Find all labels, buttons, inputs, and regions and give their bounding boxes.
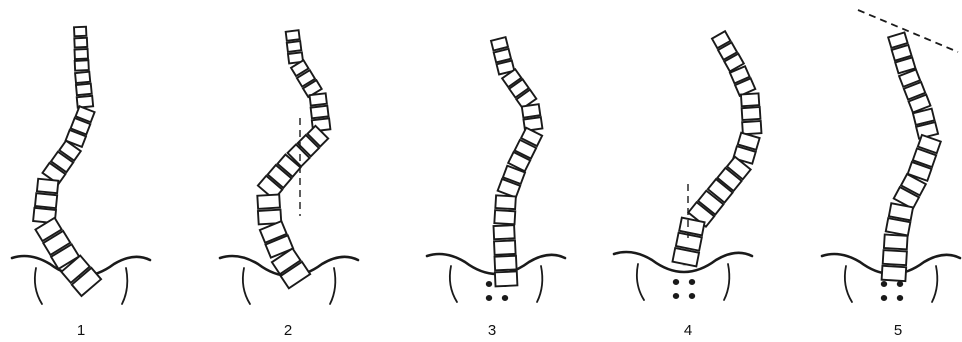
vertebra xyxy=(74,38,87,48)
vertebra xyxy=(884,235,908,250)
sacral-dot xyxy=(673,279,679,285)
sacral-dot xyxy=(897,295,903,301)
pelvis-right-side xyxy=(122,268,127,304)
spine-panel-2 xyxy=(220,30,358,304)
pelvis-left-side xyxy=(845,266,852,302)
vertebra xyxy=(495,195,516,209)
vertebra xyxy=(494,210,515,224)
pelvis-left-side xyxy=(243,268,250,304)
spine-panel-1 xyxy=(12,26,150,304)
vertebra xyxy=(883,250,907,265)
sacral-dot xyxy=(502,295,508,301)
vertebra xyxy=(886,218,911,235)
vertebra xyxy=(286,30,300,41)
vertebra xyxy=(494,256,516,271)
vertebra xyxy=(889,203,913,220)
vertebra xyxy=(495,271,518,286)
vertebra xyxy=(75,60,89,70)
spine-1 xyxy=(33,26,101,296)
spine-panel-4 xyxy=(614,31,761,300)
panel-3-label: 3 xyxy=(472,322,512,339)
vertebra xyxy=(287,41,302,52)
spine-5 xyxy=(882,32,941,281)
vertebra xyxy=(491,37,508,50)
panel-5-label: 5 xyxy=(878,322,918,339)
sacral-dot xyxy=(881,295,887,301)
panel-1-label: 1 xyxy=(61,322,101,339)
vertebra xyxy=(257,194,280,208)
spine-panel-3 xyxy=(427,37,565,302)
vertebra xyxy=(742,121,761,134)
panel-2-label: 2 xyxy=(268,322,308,339)
spine-3 xyxy=(491,37,542,286)
spine-4 xyxy=(672,31,761,266)
vertebra xyxy=(494,49,511,63)
sacral-dot xyxy=(881,281,887,287)
pelvis-left-side xyxy=(450,266,457,302)
vertebra xyxy=(882,266,907,281)
sacral-dot xyxy=(897,281,903,287)
sacral-foramina xyxy=(673,279,695,299)
spine-panel-5 xyxy=(822,10,960,302)
vertebra xyxy=(74,27,86,37)
pelvis-right-side xyxy=(330,268,335,304)
vertebra xyxy=(741,93,759,106)
pelvis-left-side xyxy=(637,264,644,300)
pelvis-right-side xyxy=(932,266,937,302)
sacral-dot xyxy=(486,295,492,301)
vertebra xyxy=(311,106,329,119)
pelvis-right-side xyxy=(724,264,729,300)
vertebra xyxy=(494,225,515,239)
vertebra xyxy=(494,240,516,254)
sacral-dot xyxy=(673,293,679,299)
vertebra xyxy=(75,72,90,83)
vertebra xyxy=(310,93,327,105)
vertebra xyxy=(37,179,58,193)
sacral-dot xyxy=(486,281,492,287)
panel-4-label: 4 xyxy=(668,322,708,339)
sacral-dot xyxy=(689,279,695,285)
vertebra xyxy=(74,49,88,59)
sacral-dot xyxy=(689,293,695,299)
pelvis-left-side xyxy=(35,268,42,304)
vertebra xyxy=(742,107,761,120)
sacral-foramina xyxy=(881,281,903,301)
pelvis-right-side xyxy=(537,266,542,302)
vertebra xyxy=(76,84,92,96)
vertebra xyxy=(522,104,541,117)
spine-2 xyxy=(257,30,330,288)
vertebra xyxy=(35,193,57,208)
